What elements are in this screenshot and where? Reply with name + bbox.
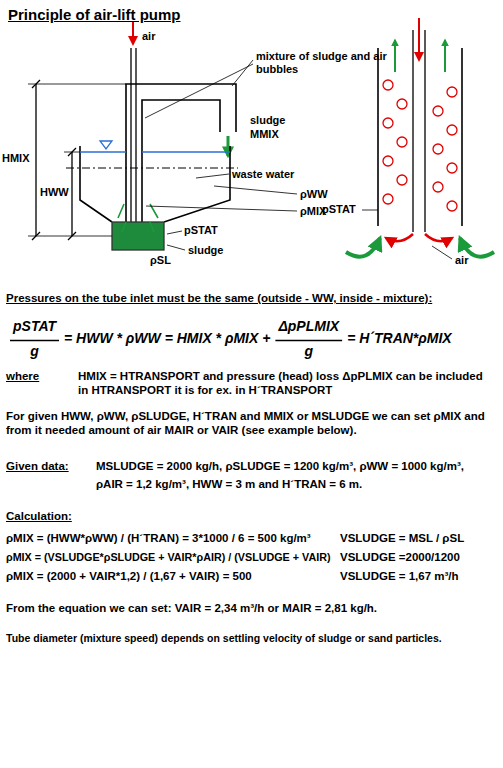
text-line: where (6, 370, 39, 384)
equation-term: ΔpPLMIX (278, 318, 339, 335)
air-bubble (397, 99, 407, 109)
leader-line (146, 174, 297, 250)
extension-line (28, 84, 126, 236)
air-bubble (447, 87, 457, 97)
air-bubble (447, 163, 457, 173)
text-line: Tube diameter (mixture speed) depends on… (6, 632, 442, 645)
text-line: Calculation: (6, 510, 72, 524)
water-inflow (346, 238, 380, 257)
part-label: pSTAT (322, 203, 356, 216)
leader-line (145, 60, 253, 118)
air-bubble (383, 156, 393, 166)
mixture-tube (126, 84, 236, 232)
text-line: Given data: (6, 460, 69, 474)
text-line: VSLUDGE = MSL / ρSL (340, 532, 464, 546)
title: Principle of air-lift pump (8, 6, 181, 24)
air-pipe (135, 48, 136, 236)
part-label: HWW (40, 186, 69, 199)
air-bubble (433, 106, 443, 116)
water-level (80, 151, 126, 152)
air-bubble (433, 144, 443, 154)
air-bubble (433, 182, 443, 192)
air-bubble (383, 118, 393, 128)
leader-line (432, 246, 452, 259)
flow-arrow (394, 40, 396, 72)
sludge-arrow (227, 136, 230, 156)
text-line: ρAIR = 1,2 kg/m³, HWW = 3 m and H´TRAN =… (96, 478, 362, 492)
dimension-line (71, 152, 72, 236)
water-level-symbol (100, 141, 112, 149)
text-line: From the equation we can set: VAIR = 2,3… (6, 602, 377, 616)
equation-term: g (30, 343, 39, 360)
part-label: sludge (188, 244, 223, 257)
water-level (142, 151, 230, 152)
outer-tube (377, 48, 379, 226)
water-inflow (460, 238, 494, 257)
equation-term: = HWW * ρWW = HMIX * ρMIX + (64, 330, 270, 347)
part-label: air (455, 254, 468, 267)
text-line: VSLUDGE = 1,67 m³/h (340, 570, 459, 584)
air-bubble (397, 175, 407, 185)
text-line: Pressures on the tube inlet must be the … (6, 292, 432, 306)
text-line: ρMIX = (2000 + VAIR*1,2) / (1,67 + VAIR)… (6, 570, 252, 584)
air-bubble (383, 194, 393, 204)
fraction-bar (10, 340, 59, 341)
air-arrow (132, 22, 134, 44)
part-label: HMIX (2, 152, 30, 165)
part-label: pSTAT (184, 224, 218, 237)
text-line: MSLUDGE = 2000 kg/h, ρSLUDGE = 1200 kg/m… (96, 460, 464, 474)
part-label: waste water (232, 168, 294, 181)
air-bubble (397, 137, 407, 147)
text-line: For given HWW, ρWW, ρSLUDGE, H´TRAN and … (6, 410, 497, 438)
dimension-tick (32, 80, 76, 240)
air-tube (412, 30, 413, 232)
air-bubble (383, 80, 393, 90)
air-outflow (386, 234, 413, 241)
text-line: HMIX = HTRANSPORT and pressure (head) lo… (78, 370, 493, 398)
part-label: air (142, 30, 155, 43)
fraction-bar (275, 340, 342, 341)
air-bubble (447, 125, 457, 135)
center-line (66, 168, 238, 169)
outer-tube (461, 48, 463, 226)
equation-term: = H´TRAN*ρMIX (347, 330, 452, 347)
flow-arrow (444, 40, 446, 72)
air-arrow (418, 18, 420, 60)
part-label: MMIX (250, 128, 279, 141)
part-label: ρSL (150, 254, 171, 267)
inflow-strokes (118, 204, 158, 232)
sludge-box (112, 222, 164, 250)
equation-term: pSTAT (13, 318, 56, 335)
air-bubbles (383, 80, 457, 211)
dimension-line (35, 84, 36, 236)
mixture-tube (142, 100, 220, 232)
air-bubble (447, 201, 457, 211)
part-label: mixture of sludge and air bubbles (256, 50, 388, 76)
text-line: ρMIX = (VSLUDGE*ρSLUDGE + VAIR*ρAIR) / (… (6, 551, 330, 564)
part-label: sludge (250, 114, 285, 127)
tank-wall (80, 146, 230, 222)
air-tube (424, 30, 425, 232)
text-line: VSLUDGE =2000/1200 (340, 551, 460, 565)
air-pipe (130, 48, 131, 236)
equation-term: g (304, 343, 313, 360)
air-outflow (425, 234, 452, 241)
text-line: ρMIX = (HWW*ρWW) / (H´TRAN) = 3*1000 / 6… (6, 532, 311, 546)
part-label: ρWW (300, 188, 328, 201)
leader-line (362, 210, 378, 211)
